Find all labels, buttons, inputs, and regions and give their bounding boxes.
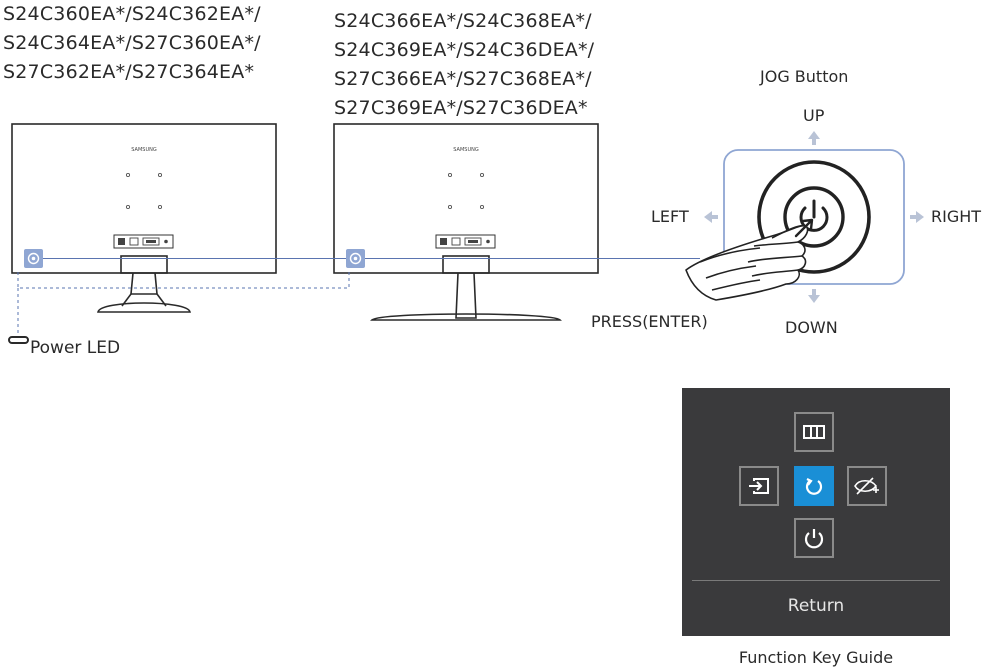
model-line: S24C366EA*/S24C368EA*/ (334, 10, 592, 32)
return-icon (805, 478, 823, 495)
guide-lines (17, 258, 700, 335)
jog-label-right: RIGHT (931, 207, 982, 226)
jog-button-illustration (685, 131, 924, 303)
model-line: S24C369EA*/S24C36DEA*/ (334, 39, 595, 61)
port-panel (435, 234, 496, 249)
power-led-label: Power LED (30, 338, 121, 358)
jog-label-up: UP (803, 106, 825, 125)
model-line: S27C369EA*/S27C36DEA* (334, 97, 588, 119)
arrow-up-icon (808, 131, 820, 145)
jog-box (723, 149, 905, 285)
return-button[interactable] (794, 466, 834, 506)
models-group-right: S24C366EA*/S24C368EA*/ S24C369EA*/S24C36… (334, 7, 594, 123)
arrow-right-icon (910, 211, 924, 223)
eye-saver-button[interactable] (847, 466, 887, 506)
power-button[interactable] (794, 518, 834, 558)
vesa-holes (125, 172, 163, 210)
press-arrow-icon (794, 218, 814, 238)
menu-button[interactable] (794, 412, 834, 452)
jog-label-left: LEFT (651, 207, 689, 226)
direction-arrows (704, 131, 924, 303)
monitor-jog-diagram: SAMSUNG SAMSUNG (8, 123, 924, 344)
power-icon (804, 529, 824, 549)
hand-illustration (685, 224, 809, 301)
monitor-stand (370, 255, 562, 321)
model-line: S27C366EA*/S27C368EA*/ (334, 68, 592, 90)
menu-icon (803, 425, 825, 439)
monitor-right: SAMSUNG (333, 123, 599, 321)
jog-label-press: PRESS(ENTER) (591, 312, 708, 331)
function-key-guide-caption: Function Key Guide (738, 648, 894, 667)
power-led-icon (8, 336, 29, 344)
monitor-brand-text: SAMSUNG (453, 147, 479, 153)
model-line: S24C364EA*/S27C360EA*/ (3, 32, 261, 54)
model-line: S24C360EA*/S24C362EA*/ (3, 3, 261, 25)
function-key-guide-panel: Return (682, 388, 950, 636)
model-line: S27C362EA*/S27C364EA* (3, 61, 255, 83)
vesa-holes (447, 172, 485, 210)
arrow-down-icon (808, 289, 820, 303)
source-input-icon (749, 478, 769, 494)
source-button[interactable] (739, 466, 779, 506)
monitor-brand-text: SAMSUNG (131, 147, 157, 153)
arrow-left-icon (704, 211, 718, 223)
eye-saver-icon (854, 477, 879, 495)
monitor-left: SAMSUNG (11, 123, 277, 313)
power-icon (799, 199, 829, 232)
port-panel (113, 234, 174, 249)
models-group-left: S24C360EA*/S24C362EA*/ S24C364EA*/S27C36… (3, 0, 261, 87)
jog-title: JOG Button (760, 67, 849, 86)
divider (692, 580, 940, 581)
function-key-label: Return (787, 596, 845, 616)
jog-label-down: DOWN (785, 318, 838, 337)
monitor-stand (97, 255, 191, 313)
